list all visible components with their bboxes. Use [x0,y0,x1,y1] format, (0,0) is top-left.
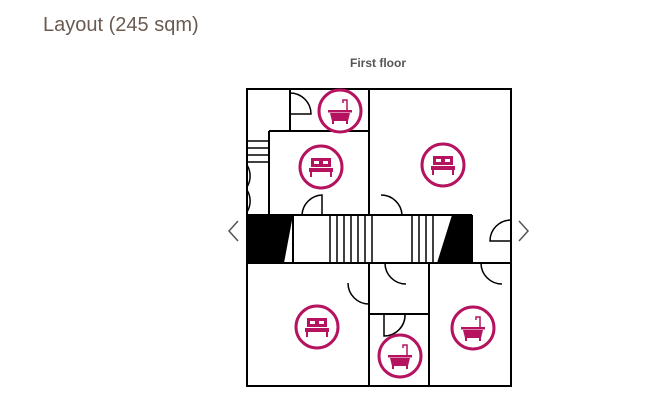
prev-floor-button[interactable] [226,218,242,244]
bed-icon [298,144,344,190]
chevron-right-icon [518,220,530,242]
floor-label: First floor [350,56,406,70]
next-floor-button[interactable] [515,218,531,244]
bed-icon [420,142,466,188]
bed-icon [294,304,340,350]
section-title: Layout (245 sqm) [43,14,199,36]
bathtub-icon [450,305,496,351]
chevron-left-icon [227,220,239,242]
bathtub-icon [317,88,363,134]
bathtub-icon [377,333,423,379]
